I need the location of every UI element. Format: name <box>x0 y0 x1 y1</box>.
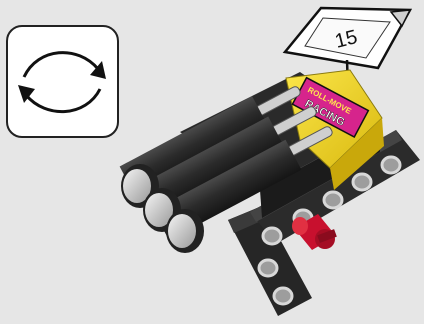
cylinder-cap-3 <box>166 209 204 253</box>
red-axle-pin <box>292 214 337 250</box>
